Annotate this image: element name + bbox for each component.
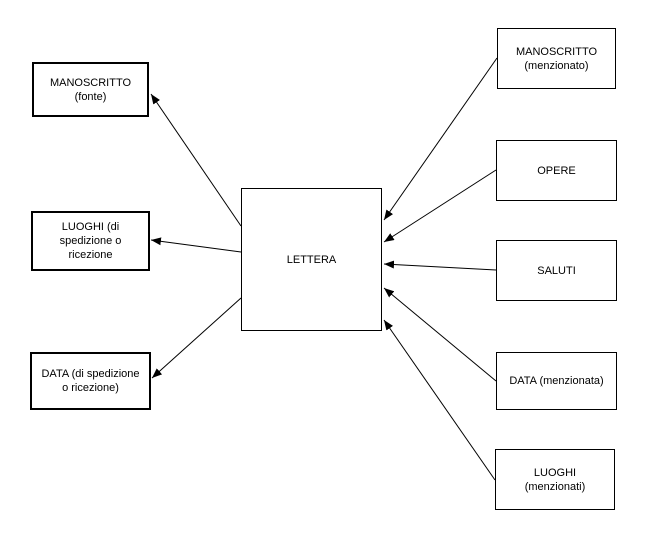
node-manoscritto-menzionato: MANOSCRITTO (menzionato) xyxy=(497,28,616,89)
node-lettera: LETTERA xyxy=(241,188,382,331)
arrow-data-menzionata-to-lettera xyxy=(383,287,497,382)
node-data-spedizione: DATA (di spedizione o ricezione) xyxy=(30,352,151,410)
node-opere: OPERE xyxy=(496,140,617,201)
arrow-lettera-to-manoscritto-fonte xyxy=(150,93,242,227)
arrow-luoghi-menzionati-to-lettera xyxy=(383,319,496,481)
arrow-manoscritto-menzionato-to-lettera xyxy=(383,57,498,221)
arrow-saluti-to-lettera xyxy=(383,260,497,271)
node-luoghi-spedizione: LUOGHI (di spedizione o ricezione xyxy=(31,211,150,271)
node-manoscritto-fonte: MANOSCRITTO (fonte) xyxy=(32,62,149,117)
node-luoghi-menzionati: LUOGHI (menzionati) xyxy=(495,449,615,510)
arrow-opere-to-lettera xyxy=(383,169,497,243)
node-data-menzionata: DATA (menzionata) xyxy=(496,352,617,410)
arrow-lettera-to-luoghi-spedizione xyxy=(150,237,242,253)
node-saluti: SALUTI xyxy=(496,240,617,301)
arrow-lettera-to-data-spedizione xyxy=(151,297,242,379)
